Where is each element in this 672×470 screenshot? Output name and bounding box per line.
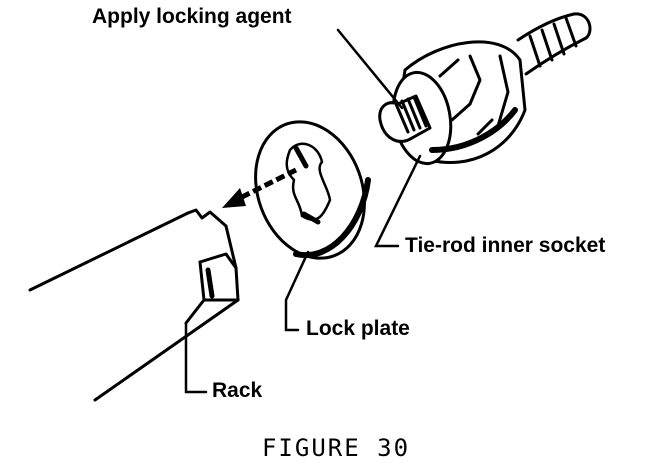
- label-rack: Rack: [212, 379, 263, 402]
- leader-rack: [184, 322, 208, 394]
- leader-apply-locking-agent: [336, 28, 404, 110]
- leader-lock-plate: [284, 250, 310, 332]
- label-apply-locking-agent: Apply locking agent: [92, 5, 292, 28]
- figure-caption: FIGURE 30: [261, 434, 411, 462]
- tie-rod-shaft: [516, 12, 592, 76]
- assembly-direction-arrow: [222, 167, 298, 208]
- label-lock-plate: Lock plate: [306, 317, 410, 340]
- leader-lines: [184, 28, 422, 394]
- label-tie-rod-inner-socket: Tie-rod inner socket: [405, 234, 606, 257]
- leader-tie-rod-inner-socket: [373, 154, 422, 248]
- threaded-stud: [378, 94, 432, 143]
- rack: [28, 208, 240, 402]
- tie-rod-inner-socket: [378, 12, 592, 166]
